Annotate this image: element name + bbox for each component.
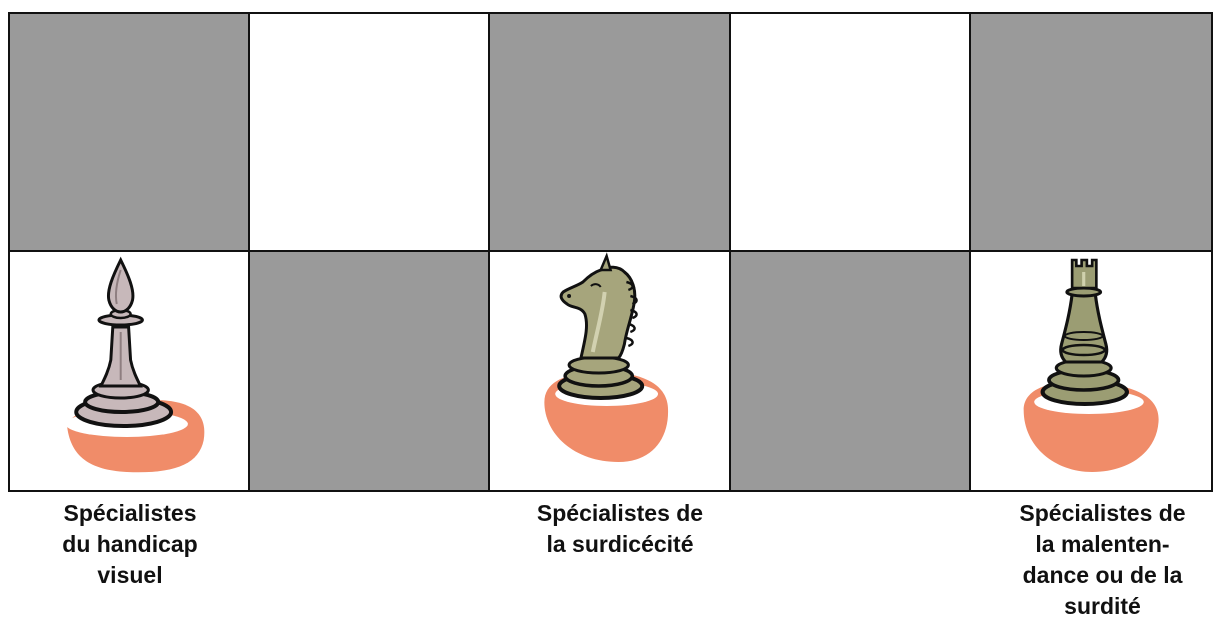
square-r1-c4 xyxy=(730,14,971,252)
label-hearing-impairment: Spécialistes de la malenten- dance ou de… xyxy=(990,498,1215,622)
rook-icon xyxy=(1023,258,1159,472)
label-line: du handicap xyxy=(62,531,198,557)
square-r2-c3 xyxy=(490,252,731,490)
label-line: Spécialistes xyxy=(63,500,197,526)
label-line: la surdicécité xyxy=(546,531,694,557)
square-r2-c2 xyxy=(250,252,491,490)
square-r1-c3 xyxy=(490,14,731,252)
knight-icon xyxy=(544,252,669,462)
label-line: visuel xyxy=(97,562,163,588)
square-r1-c5 xyxy=(970,14,1211,252)
square-r2-c5 xyxy=(970,252,1211,490)
chessboard xyxy=(8,12,1213,492)
label-visual-impairment: Spécialistes du handicap visuel xyxy=(30,498,230,591)
label-deafblindness: Spécialistes de la surdicécité xyxy=(500,498,740,560)
square-r1-c1 xyxy=(10,14,251,252)
label-line: Spécialistes de xyxy=(536,500,704,526)
square-r2-c1 xyxy=(10,252,251,490)
square-r1-c2 xyxy=(250,14,491,252)
label-line: Spécialistes de xyxy=(1019,500,1186,526)
square-r2-c4 xyxy=(730,252,971,490)
label-line: dance ou de la xyxy=(1022,562,1183,588)
bishop-icon xyxy=(65,256,205,473)
label-line: surdité xyxy=(1064,593,1141,619)
label-line: la malenten- xyxy=(1035,531,1170,557)
